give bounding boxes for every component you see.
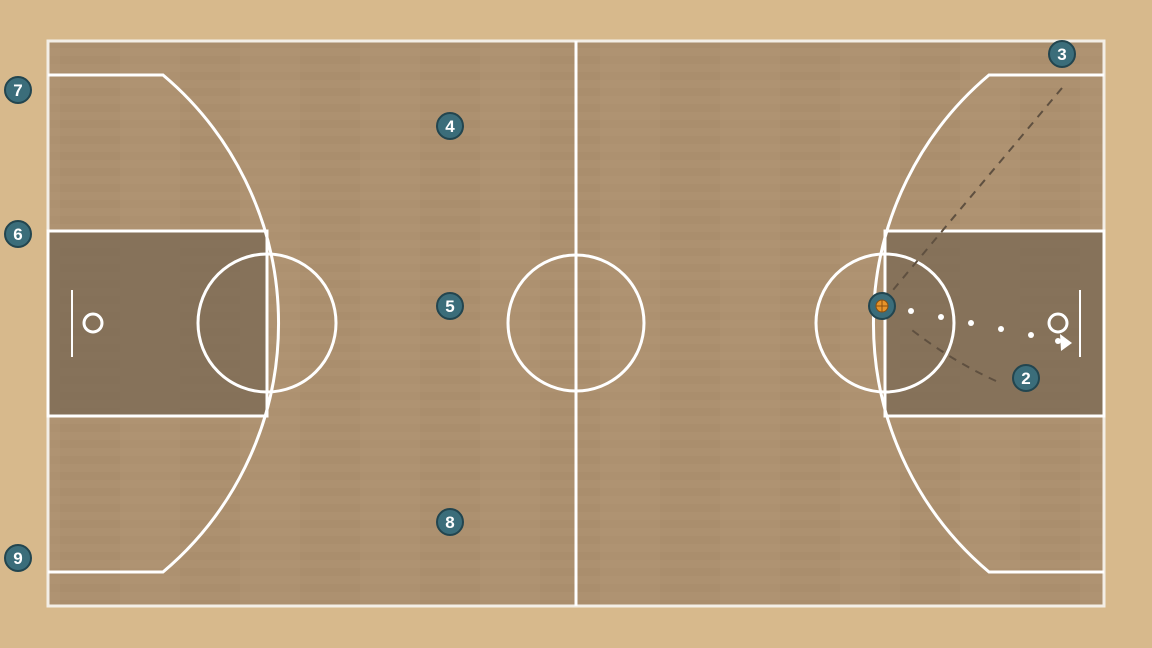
right-key	[883, 229, 1106, 418]
left-rim	[82, 312, 104, 334]
right-three-point-arc	[871, 73, 1104, 574]
player-2[interactable]: 2	[1012, 364, 1040, 392]
left-free-throw-circle	[196, 252, 338, 394]
player-3-label: 3	[1057, 45, 1066, 64]
player-8[interactable]: 8	[436, 508, 464, 536]
dribble-path	[908, 308, 1061, 344]
player-4[interactable]: 4	[436, 112, 464, 140]
player-2-label: 2	[1021, 369, 1030, 388]
player-9[interactable]: 9	[4, 544, 32, 572]
right-paint	[885, 231, 1104, 416]
player-4-label: 4	[445, 117, 455, 136]
player-6[interactable]: 6	[4, 220, 32, 248]
player-ball-handler[interactable]	[868, 292, 896, 320]
left-key	[46, 229, 269, 418]
right-rim	[1047, 312, 1069, 334]
arrowhead-icon	[1060, 334, 1072, 351]
court-lines	[46, 39, 1106, 608]
player-8-label: 8	[445, 513, 454, 532]
left-paint	[48, 231, 267, 416]
player-3[interactable]: 3	[1048, 40, 1076, 68]
basketball-icon	[875, 299, 889, 313]
player-5[interactable]: 5	[436, 292, 464, 320]
player-6-label: 6	[13, 225, 22, 244]
pass-line	[892, 87, 1063, 291]
player-5-label: 5	[445, 297, 454, 316]
right-free-throw-circle	[814, 252, 956, 394]
center-circle	[506, 253, 646, 393]
left-three-point-arc	[48, 73, 281, 574]
player-7[interactable]: 7	[4, 76, 32, 104]
player-9-label: 9	[13, 549, 22, 568]
player-7-label: 7	[13, 81, 22, 100]
cut-line	[907, 326, 997, 382]
